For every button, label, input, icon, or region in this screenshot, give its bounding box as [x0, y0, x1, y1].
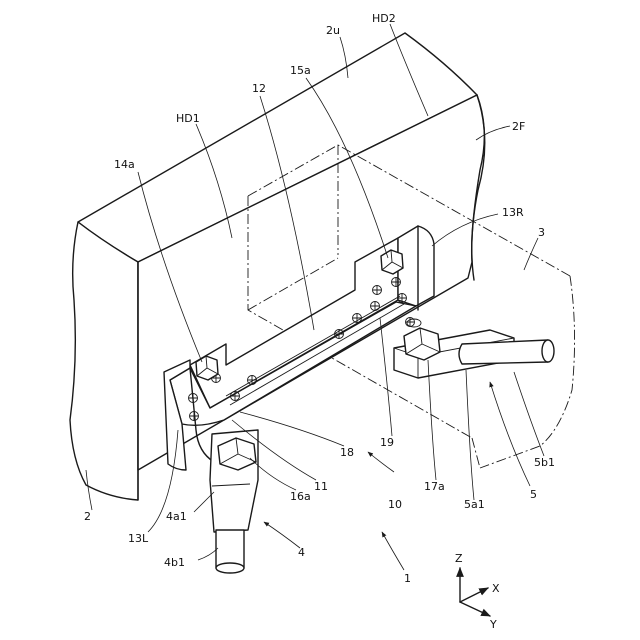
screw-icon — [371, 302, 380, 311]
screw-icon — [373, 286, 382, 295]
label-13L: 13L — [128, 532, 149, 545]
label-3: 3 — [538, 226, 545, 239]
label-14a: 14a — [114, 158, 135, 171]
label-10: 10 — [388, 498, 402, 511]
label-4: 4 — [298, 546, 305, 559]
screw-icon — [248, 376, 257, 385]
screw-icon — [189, 394, 198, 403]
label-16a: 16a — [290, 490, 311, 503]
label-Y: Y — [489, 618, 497, 631]
label-5: 5 — [530, 488, 537, 501]
bolt-15a — [381, 250, 403, 274]
screw-icon — [190, 412, 199, 421]
axis-triad — [460, 568, 490, 616]
label-2F: 2F — [512, 120, 525, 133]
label-4a1: 4a1 — [166, 510, 187, 523]
label-HD1: HD1 — [176, 112, 200, 125]
label-15a: 15a — [290, 64, 311, 77]
label-5b1: 5b1 — [534, 456, 555, 469]
screw-icon — [392, 278, 401, 287]
label-19: 19 — [380, 436, 394, 449]
terminal-5 — [394, 319, 554, 378]
label-4b1: 4b1 — [164, 556, 185, 569]
label-2u: 2u — [326, 24, 340, 37]
label-X: X — [492, 582, 500, 595]
bolt-14a — [196, 356, 218, 380]
label-17a: 17a — [424, 480, 445, 493]
screw-icon — [231, 392, 240, 401]
label-5a1: 5a1 — [464, 498, 485, 511]
label-12: 12 — [252, 82, 266, 95]
screw-icon — [398, 294, 407, 303]
screw-icon — [353, 314, 362, 323]
label-11: 11 — [314, 480, 328, 493]
reference-arrows — [264, 382, 530, 570]
label-HD2: HD2 — [372, 12, 396, 25]
label-1: 1 — [404, 572, 411, 585]
label-13R: 13R — [502, 206, 524, 219]
screw-icon — [335, 330, 344, 339]
label-18: 18 — [340, 446, 354, 459]
label-Z: Z — [455, 552, 463, 565]
terminal-4 — [210, 430, 258, 573]
label-2: 2 — [84, 510, 91, 523]
